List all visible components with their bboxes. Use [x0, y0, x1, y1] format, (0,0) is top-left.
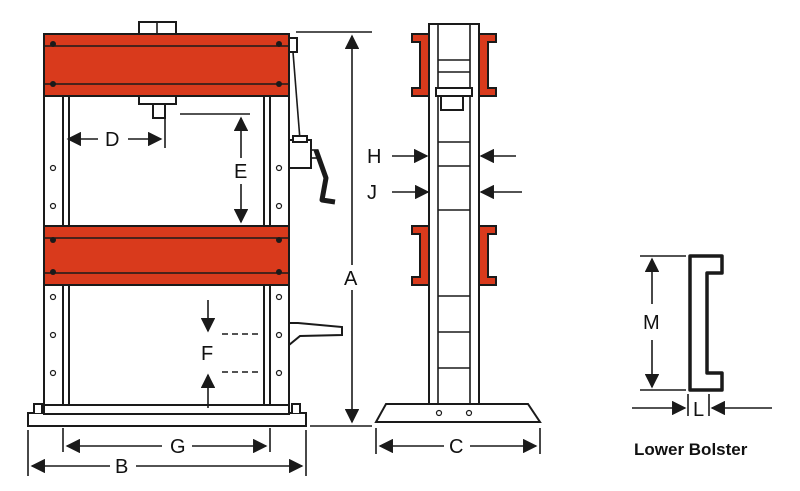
side-base: [374, 403, 542, 423]
side-upper-channel-left: [411, 33, 430, 97]
dimension-labels: A B C D E F G H J M L Lower Bolster: [105, 129, 748, 478]
side-upper-channel-right: [478, 33, 497, 97]
front-view: [27, 21, 343, 427]
upper-beam: [43, 33, 290, 97]
upright-holes: [49, 164, 283, 377]
label-d: D: [105, 129, 119, 151]
left-foot: [33, 403, 43, 413]
ram-cap: [138, 95, 177, 105]
label-j: J: [367, 182, 377, 204]
label-m: M: [643, 312, 660, 334]
lower-bolster-profile: [640, 254, 724, 416]
pump-assembly: [288, 135, 336, 205]
label-h: H: [367, 146, 381, 168]
lower-bolster-caption: Lower Bolster: [634, 440, 748, 459]
dimension-lines: [27, 31, 772, 476]
label-g: G: [170, 436, 186, 458]
bottom-rail: [43, 404, 290, 415]
lower-bolster-beam: [43, 225, 290, 286]
side-lower-channel-left: [411, 225, 430, 286]
ram: [152, 103, 166, 119]
label-c: C: [449, 436, 463, 458]
support-tray: [288, 322, 343, 348]
side-lower-channel-right: [478, 225, 497, 286]
label-a: A: [344, 268, 358, 290]
upper-beam-bolts: [50, 41, 282, 87]
label-b: B: [115, 456, 128, 478]
label-l: L: [693, 399, 704, 421]
hose-bracket: [288, 37, 298, 53]
bolster-channel-profile: [688, 254, 724, 392]
side-column: [428, 23, 480, 405]
lower-beam-bolts: [50, 237, 282, 275]
side-column-rungs: [438, 59, 470, 369]
side-view: [374, 23, 542, 423]
label-e: E: [234, 161, 247, 183]
right-foot: [291, 403, 301, 413]
label-f: F: [201, 343, 213, 365]
pump-handle: [313, 149, 336, 205]
